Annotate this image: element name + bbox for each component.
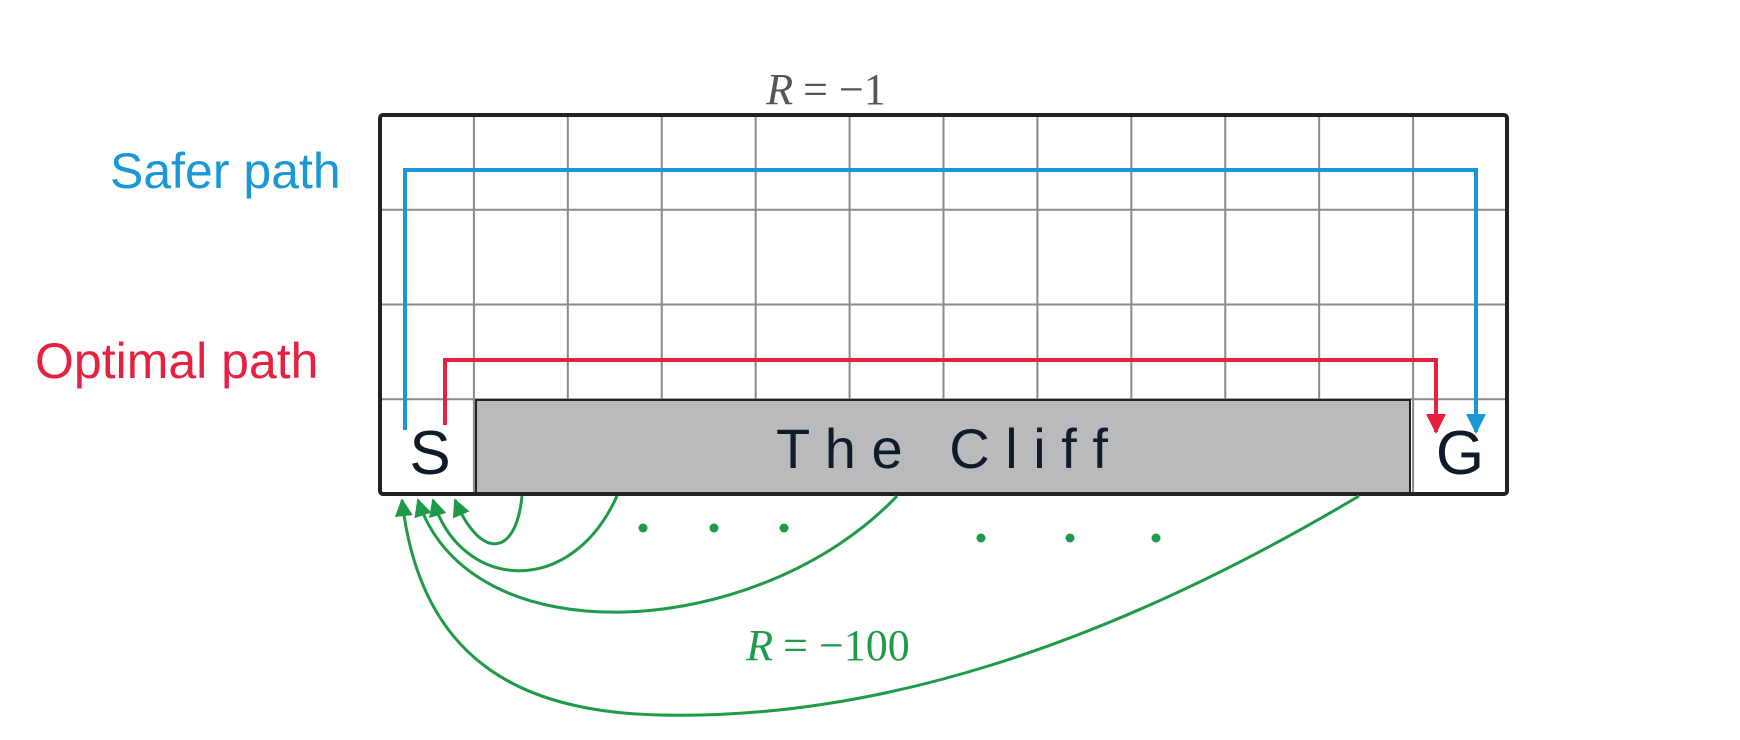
optimal-path-label: Optimal path [35, 333, 318, 389]
fall-arrow-3 [414, 494, 899, 614]
cliff-reward-value: = −100 [783, 621, 910, 670]
ellipsis-dots-left [638, 523, 789, 533]
step-reward-value: = −1 [803, 65, 886, 114]
fall-arrow-1 [452, 495, 524, 546]
cliff-region [475, 399, 1411, 495]
step-reward-label: R= −1 [765, 65, 886, 114]
optimal-path-arrow [443, 358, 1446, 434]
cliff-reward-symbol: R [745, 621, 773, 670]
cliff-reward-label: R= −100 [745, 621, 910, 670]
cliff-label: T h e C l i f f [776, 417, 1108, 480]
gridworld-border [378, 113, 1509, 496]
safer-path-label: Safer path [110, 143, 341, 199]
cliff-fall-arrows [394, 494, 1360, 717]
fall-arrow-2 [429, 495, 619, 573]
fall-arrow-4 [394, 494, 1360, 717]
step-reward-symbol: R [765, 65, 793, 114]
start-cell-label: S [409, 419, 450, 488]
safer-path-arrow [403, 168, 1486, 434]
ellipsis-dots-right [976, 533, 1161, 543]
